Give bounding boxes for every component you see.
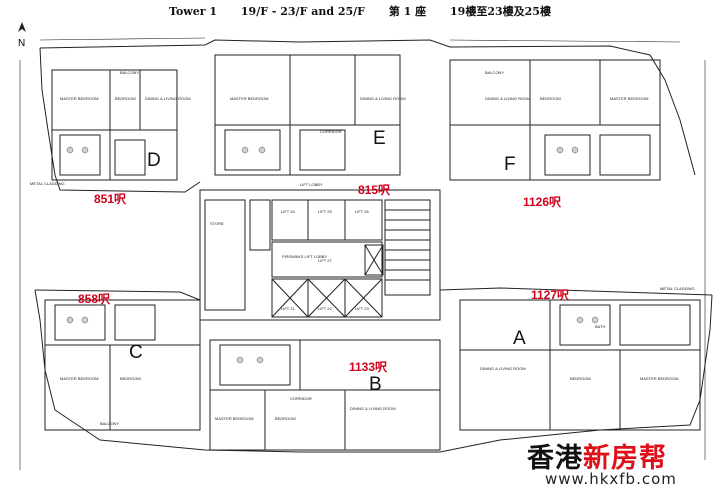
unit-size-b: 1133呎: [349, 360, 388, 374]
room-label: STORE: [210, 221, 224, 226]
svg-text:N: N: [18, 38, 25, 49]
room-label: CORRIDOR: [290, 396, 312, 401]
title-tower-cn: 第 1 座: [388, 5, 427, 18]
unit-size-d: 851呎: [94, 192, 127, 206]
watermark-logo: 香港新房帮: [527, 436, 667, 475]
unit-size-c: 858呎: [78, 292, 111, 306]
room-label: BALCONY: [120, 70, 139, 75]
room-label: MASTER BEDROOM: [60, 376, 98, 381]
room-label: MASTER BEDROOM: [215, 416, 253, 421]
room-label: BALCONY: [100, 421, 119, 426]
lobby-label: FIREMAN'S LIFT LOBBY: [282, 254, 327, 259]
room-label: CORRIDOR: [320, 129, 342, 134]
unit-letter-b: B: [369, 374, 382, 395]
lift-label: LIFT 26: [355, 209, 369, 214]
room-label: METAL CLADDING: [30, 181, 65, 186]
room-label: MASTER BEDROOM: [640, 376, 678, 381]
room-label: DINING & LIVING ROOM: [480, 366, 526, 371]
unit-letter-c: C: [129, 342, 143, 363]
title-tower: Tower 1: [169, 5, 218, 18]
unit-letter-e: E: [373, 128, 386, 149]
room-label: DINING & LIVING ROOM: [485, 96, 531, 101]
unit-size-f: 1126呎: [523, 195, 562, 209]
lift-label: LIFT 25: [318, 209, 332, 214]
room-label: BALCONY: [485, 70, 504, 75]
unit-size-e: 815呎: [358, 183, 391, 197]
room-label: METAL CLADDING: [660, 286, 695, 291]
room-label: BEDROOM: [275, 416, 296, 421]
watermark-url: www.hkxfb.com: [545, 470, 677, 488]
title-floors-en: 19/F - 23/F and 25/F: [240, 5, 365, 18]
room-label: BATH: [595, 324, 605, 329]
room-label: BEDROOM: [115, 96, 136, 101]
room-label: MASTER BEDROOM: [230, 96, 268, 101]
plan-title: Tower 1 19/F - 23/F and 25/F 第 1 座 19樓至2…: [0, 3, 720, 19]
lift-label: LIFT 27: [318, 258, 332, 263]
room-label: BEDROOM: [570, 376, 591, 381]
lift-label: LIFT 23: [355, 306, 369, 311]
lobby-label: LIFT LOBBY: [300, 182, 323, 187]
unit-letter-a: A: [513, 328, 526, 349]
room-label: DINING & LIVING ROOM: [145, 96, 191, 101]
room-label: DINING & LIVING ROOM: [360, 96, 406, 101]
room-label: MASTER BEDROOM: [60, 96, 98, 101]
title-floors-cn: 19樓至23樓及25樓: [450, 5, 551, 18]
north-arrow-icon: N: [18, 22, 26, 49]
lift-label: LIFT 24: [281, 209, 295, 214]
watermark-part1: 香港: [527, 443, 583, 474]
unit-letter-f: F: [504, 154, 516, 175]
room-label: MASTER BEDROOM: [610, 96, 648, 101]
lift-label: LIFT 22: [318, 306, 332, 311]
unit-letter-d: D: [147, 150, 161, 171]
unit-size-a: 1127呎: [531, 288, 570, 302]
lift-label: LIFT 21: [281, 306, 295, 311]
watermark-part2: 新房帮: [583, 443, 667, 474]
room-label: BEDROOM: [120, 376, 141, 381]
room-label: BEDROOM: [540, 96, 561, 101]
room-label: DINING & LIVING ROOM: [350, 406, 396, 411]
